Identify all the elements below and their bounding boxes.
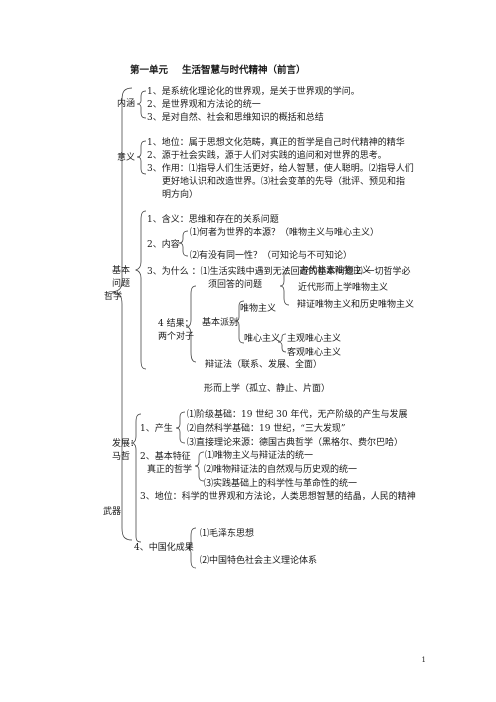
unit-label: 第一单元 xyxy=(130,65,169,76)
basic-item-4-label: 4 结果： xyxy=(158,319,194,329)
origin-item-3: ⑶直接理论来源：德国古典哲学（黑格尔、费尔巴哈） xyxy=(187,438,404,448)
sinicization-item-2: ⑵中国特色社会主义理论体系 xyxy=(200,556,318,566)
basic-item-3-line-2: 须回答的问题 xyxy=(208,280,263,290)
origin-item-2: ⑵自然科学基础：19 世纪，“三大发现” xyxy=(187,424,346,434)
idealism-item-2: 客观唯心主义 xyxy=(287,348,342,358)
sinicization-item-1: ⑴毛泽东思想 xyxy=(200,529,255,539)
sinicization-label: 4、中国化成果 xyxy=(134,543,194,553)
origin-label: 1、产生 xyxy=(140,424,173,434)
content-item-2: 2、是世界观和方法论的统一 xyxy=(147,100,261,110)
meaning-item-2: 2、源于社会实践，源于人们对实践的追问和对世界的思考。 xyxy=(147,151,387,161)
content-sub-brace xyxy=(178,230,189,257)
idealism-label: 唯心主义 xyxy=(244,334,281,344)
basic-item-2-sub-1: ⑴何者为世界的本源？（唯物主义与唯心主义） xyxy=(190,228,380,238)
materialism-item-1: 古代朴素唯物主义 xyxy=(299,266,372,276)
idealism-item-1: 主观唯心主义 xyxy=(287,334,342,344)
basic-label-1: 基本 xyxy=(112,266,131,276)
features-item-1: ⑴唯物主义与辩证法的统一 xyxy=(205,451,314,461)
basic-brace xyxy=(134,210,147,370)
origin-brace xyxy=(175,411,186,444)
basic-label-2: 问题 xyxy=(112,279,131,289)
status-line: 3、地位：科学的世界观和方法论，人类思想智慧的结晶，人民的精神 xyxy=(140,492,416,502)
features-item-3: ⑶实践基础上的科学性与革命性的统一 xyxy=(204,479,358,489)
features-label-2: 真正的哲学 xyxy=(147,465,193,475)
meaning-item-3-cont-1: 更好地认识和改造世界。⑶社会变革的先导（批评、预见和指 xyxy=(162,177,406,187)
meaning-brace xyxy=(136,140,147,175)
basic-item-1: 1、含义：思维和存在的关系问题 xyxy=(147,215,279,225)
basic-item-2-sub-2: ⑵有没有同一性？（可知论与不可知论） xyxy=(190,251,353,261)
dialectics: 辩证法（联系、发展、全面） xyxy=(205,360,323,370)
marxism-label-2: 马哲 xyxy=(112,452,131,462)
content-item-3: 3、是对自然、社会和思维知识的概括和总结 xyxy=(147,113,324,123)
materialism-label: 唯物主义 xyxy=(240,304,277,314)
root-label-philosophy: 哲学 xyxy=(104,292,123,302)
content-label: 内涵 xyxy=(117,99,136,109)
materialism-item-3: 辩证唯物主义和历史唯物主义 xyxy=(297,300,415,310)
content-brace xyxy=(136,90,147,119)
meaning-label: 意义 xyxy=(117,153,136,163)
content-item-1: 1、是系统化理论化的世界观，是关于世界观的学问。 xyxy=(147,87,360,97)
origin-item-1: ⑴阶级基础：19 世纪 30 年代，无产阶级的产生与发展 xyxy=(187,410,408,420)
materialism-item-2: 近代形而上学唯物主义 xyxy=(298,283,389,293)
meaning-item-1: 1、地位：属于思想文化范畴，真正的哲学是自己时代精神的精华 xyxy=(147,138,405,148)
page-title: 第一单元 生活智慧与时代精神（前言） xyxy=(130,62,306,76)
root-label-weapon: 武器 xyxy=(103,507,122,517)
page-number: 1 xyxy=(421,656,426,664)
basic-item-3-line-1: 3、为什么 ：⑴生活实践中遇到无法回避的基本问题⑵ 一切哲学必 xyxy=(147,267,411,277)
features-item-2: ⑵唯物辩证法的自然观与历史观的统一 xyxy=(204,465,358,475)
unit-name: 生活智慧与时代精神（前言） xyxy=(182,65,306,76)
metaphysics: 形而上学（孤立、静止、片面） xyxy=(204,384,331,394)
marxism-label-1: 发展： xyxy=(112,439,140,449)
meaning-item-3: 3、作用：⑴指导人们生活更好，给人智慧，使人聪明。⑵指导人们 xyxy=(147,164,414,174)
features-brace xyxy=(194,451,205,482)
basic-item-4-pairs: 两个对子 xyxy=(158,332,195,342)
meaning-item-3-cont-2: 明方向） xyxy=(162,190,199,200)
features-label-1: 2、基本特征 xyxy=(140,452,191,462)
schools-label: 基本派别 xyxy=(202,318,239,328)
basic-item-2-label: 2、内容 xyxy=(147,240,180,250)
